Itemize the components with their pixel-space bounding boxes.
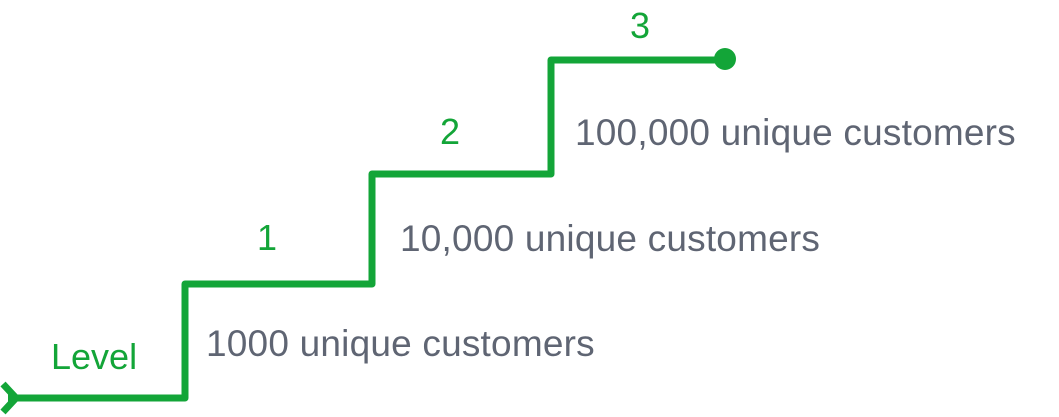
start-arrow-icon xyxy=(0,381,21,415)
end-dot-icon xyxy=(714,48,736,70)
step-1-number: 1 xyxy=(257,217,278,258)
level-label: Level xyxy=(51,336,138,377)
step-3-description: 100,000 unique customers xyxy=(575,112,1016,153)
step-2-description: 10,000 unique customers xyxy=(400,218,821,259)
step-1-description: 1000 unique customers xyxy=(206,323,595,364)
staircase-path xyxy=(8,56,724,402)
step-3-number: 3 xyxy=(630,5,651,46)
step-2-number: 2 xyxy=(440,111,461,152)
